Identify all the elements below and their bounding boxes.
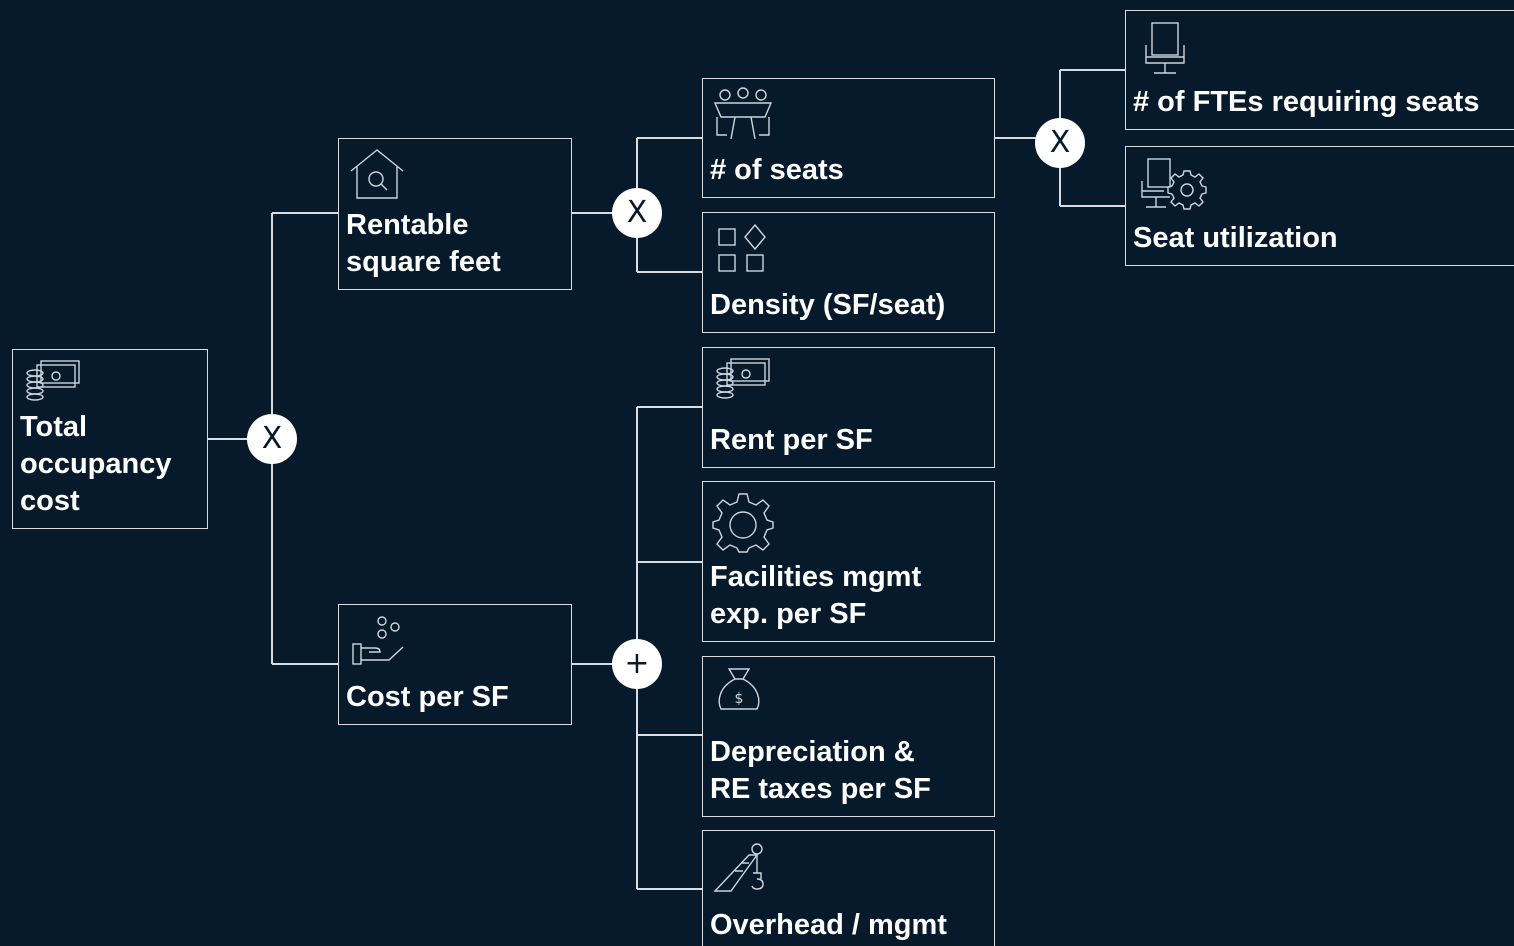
node-label: Rentable square feet: [346, 209, 501, 278]
multiply-operator: X: [612, 188, 662, 238]
node-rentable-square-feet: Rentable square feet: [338, 138, 572, 290]
node-rent-per-sf: Rent per SF: [702, 347, 995, 468]
node-label: Depreciation & RE taxes per SF: [710, 736, 931, 805]
svg-text:$: $: [735, 691, 744, 707]
node-seat-utilization: Seat utilization: [1125, 146, 1514, 266]
node-number-of-seats: # of seats: [702, 78, 995, 198]
money-bag-icon: $: [711, 665, 767, 715]
node-label: Seat utilization: [1133, 222, 1338, 254]
money-coins-icon: [711, 356, 771, 402]
node-total-occupancy-cost: Total occupancy cost: [12, 349, 208, 529]
node-depreciation: $ Depreciation & RE taxes per SF: [702, 656, 995, 817]
node-ftes-requiring-seats: # of FTEs requiring seats: [1125, 10, 1514, 130]
node-label: Overhead / mgmt: [710, 909, 947, 941]
node-density: Density (SF/seat): [702, 212, 995, 333]
money-coins-icon: [21, 358, 81, 404]
node-cost-per-sf: Cost per SF: [338, 604, 572, 725]
multiply-operator: X: [1035, 118, 1085, 168]
multiply-operator: X: [247, 414, 297, 464]
node-label: Total occupancy cost: [20, 411, 172, 517]
gear-icon: [711, 490, 775, 554]
node-label: Cost per SF: [346, 681, 509, 713]
node-facilities-mgmt: Facilities mgmt exp. per SF: [702, 481, 995, 642]
node-label: Density (SF/seat): [710, 289, 946, 321]
meeting-table-icon: [711, 87, 775, 143]
node-label: Facilities mgmt exp. per SF: [710, 561, 922, 630]
shapes-icon: [711, 221, 771, 275]
desk-chair-icon: [1134, 19, 1194, 75]
plus-operator: +: [612, 639, 662, 689]
node-label: # of FTEs requiring seats: [1133, 86, 1480, 118]
node-overhead-mgmt: Overhead / mgmt: [702, 830, 995, 946]
hand-coins-icon: [347, 613, 407, 669]
house-search-icon: [347, 147, 407, 201]
node-label: Rent per SF: [710, 424, 873, 456]
computer-gear-icon: [1134, 155, 1208, 215]
node-label: # of seats: [710, 154, 844, 186]
crane-icon: [711, 839, 771, 895]
